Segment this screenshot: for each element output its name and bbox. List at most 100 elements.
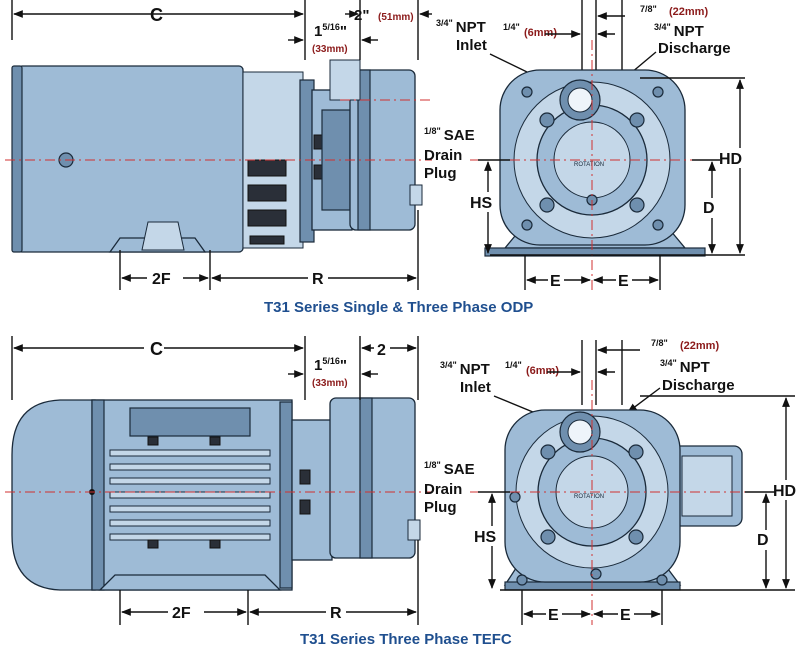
odp-dim-d-label: D bbox=[703, 200, 715, 217]
svg-text:3/4"NPT: 3/4"NPT bbox=[654, 22, 704, 40]
svg-text:7/8": 7/8" bbox=[640, 4, 657, 14]
tefc-end-foot-bolt-2 bbox=[656, 574, 668, 586]
odp-dim-2f-label: 2F bbox=[152, 271, 171, 288]
tefc-adapter-slot-2 bbox=[299, 499, 311, 515]
svg-text:Inlet: Inlet bbox=[456, 37, 487, 54]
svg-text:1/4": 1/4" bbox=[505, 360, 522, 370]
tefc-dim-flange-mm: (33mm) bbox=[312, 378, 348, 389]
tefc-dim-e-right-label: E bbox=[620, 607, 631, 624]
svg-text:Drain: Drain bbox=[424, 481, 462, 498]
odp-dim-e-left-label: E bbox=[550, 273, 561, 290]
tefc-dim-hd-label: HD bbox=[773, 483, 796, 500]
odp-foot-bracket bbox=[141, 221, 185, 251]
tefc-end-view: ROTATION bbox=[470, 380, 760, 625]
tefc-caption: T31 Series Three Phase TEFC bbox=[300, 631, 512, 648]
svg-text:3/4"NPT: 3/4"NPT bbox=[436, 18, 486, 36]
odp-end-corner-bolt-2 bbox=[652, 86, 664, 98]
tefc-motor-end-ring bbox=[91, 399, 105, 591]
tefc-quarter-callout: 1/4" (6mm) bbox=[505, 340, 615, 405]
tefc-end-dimensions: HD D HS E E bbox=[474, 395, 800, 625]
tefc-dimensions: C 15/16" (33mm) 2 2F R bbox=[11, 336, 419, 625]
odp-inlet-port bbox=[329, 59, 361, 101]
tefc-bolt-2 bbox=[209, 436, 221, 446]
odp-dim-hs-label: HS bbox=[470, 195, 493, 212]
odp-dim-c-label: C bbox=[150, 5, 163, 25]
odp-discharge-callout: 3/4"NPT Discharge bbox=[624, 22, 731, 79]
tefc-motor-front-ring bbox=[279, 401, 293, 589]
tefc-rotation-label: ROTATION bbox=[574, 494, 604, 500]
tefc-end-inlet-bore bbox=[567, 419, 593, 445]
odp-motor-body bbox=[17, 65, 244, 253]
tefc-side-view bbox=[5, 397, 432, 591]
odp-vent-2 bbox=[247, 184, 287, 202]
tefc-dim-r-label: R bbox=[330, 605, 342, 622]
tefc-cooling-fins bbox=[109, 449, 271, 541]
odp-rotation-label: ROTATION bbox=[574, 162, 604, 168]
odp-inlet-callout: 3/4"NPT Inlet bbox=[436, 18, 561, 89]
tefc-dim-flange-label: 15/16" bbox=[314, 356, 347, 374]
tefc-end-bolt-1 bbox=[540, 444, 556, 460]
tefc-dim-c-label: C bbox=[150, 339, 163, 359]
tefc-end-bolt-2 bbox=[628, 444, 644, 460]
odp-motor-endcap bbox=[11, 65, 23, 253]
tefc-end-foot-bolt-1 bbox=[516, 574, 528, 586]
odp-end-inlet-bore bbox=[567, 87, 593, 113]
tefc-end-bolt-5 bbox=[509, 491, 521, 503]
odp-end-view: ROTATION bbox=[470, 40, 706, 290]
odp-end-corner-bolt-1 bbox=[521, 86, 533, 98]
svg-text:Plug: Plug bbox=[424, 499, 457, 516]
odp-pump-cover bbox=[357, 69, 371, 231]
svg-text:Drain: Drain bbox=[424, 147, 462, 164]
odp-drain-plug bbox=[409, 184, 423, 206]
svg-text:3/4"NPT: 3/4"NPT bbox=[660, 358, 710, 376]
tefc-end-bolt-4 bbox=[628, 529, 644, 545]
tefc-pump-adapter bbox=[291, 419, 333, 561]
tefc-end-bolt-6 bbox=[590, 568, 602, 580]
odp-dim-hd-label: HD bbox=[719, 151, 742, 168]
odp-seven-eighths-callout: 7/8" (22mm) bbox=[597, 0, 708, 70]
svg-text:Plug: Plug bbox=[424, 165, 457, 182]
tefc-terminal-box bbox=[129, 407, 251, 437]
tefc-drain-plug bbox=[407, 519, 421, 541]
odp-end-bolt-2 bbox=[629, 112, 645, 128]
odp-end-corner-bolt-3 bbox=[521, 219, 533, 231]
tefc-bolt-1 bbox=[147, 436, 159, 446]
svg-text:Inlet: Inlet bbox=[460, 379, 491, 396]
svg-text:1/8"SAE: 1/8"SAE bbox=[424, 126, 475, 144]
svg-text:1/4": 1/4" bbox=[503, 22, 520, 32]
odp-dim-two-label: 2" bbox=[354, 7, 369, 24]
svg-text:Discharge: Discharge bbox=[658, 40, 731, 57]
odp-quarter-callout: 1/4" (6mm) bbox=[503, 0, 615, 70]
tefc-dim-two-label: 2 bbox=[377, 342, 386, 359]
odp-dim-r-label: R bbox=[312, 271, 324, 288]
tefc-end-bolt-3 bbox=[540, 529, 556, 545]
tefc-dim-d-label: D bbox=[757, 532, 769, 549]
tefc-end-terminal-cover bbox=[681, 455, 733, 517]
odp-drain-callout: 1/8"SAE Drain Plug bbox=[424, 126, 475, 182]
odp-dim-flange-mm: (33mm) bbox=[312, 44, 348, 55]
svg-text:(6mm): (6mm) bbox=[524, 27, 557, 39]
odp-dim-e-right-label: E bbox=[618, 273, 629, 290]
svg-text:3/4"NPT: 3/4"NPT bbox=[440, 360, 490, 378]
odp-vent-4 bbox=[249, 235, 285, 245]
svg-text:Discharge: Discharge bbox=[662, 377, 735, 394]
svg-text:7/8": 7/8" bbox=[651, 338, 668, 348]
tefc-dim-2f-label: 2F bbox=[172, 605, 191, 622]
odp-vent-3 bbox=[247, 209, 287, 227]
odp-end-corner-bolt-4 bbox=[652, 219, 664, 231]
svg-text:1/8"SAE: 1/8"SAE bbox=[424, 460, 475, 478]
odp-caption: T31 Series Single & Three Phase ODP bbox=[264, 299, 533, 316]
svg-text:(6mm): (6mm) bbox=[526, 365, 559, 377]
tefc-dim-e-left-label: E bbox=[548, 607, 559, 624]
svg-text:(22mm): (22mm) bbox=[669, 6, 708, 18]
odp-vent-1 bbox=[247, 159, 287, 177]
odp-dim-flange-label: 15/16" bbox=[314, 22, 347, 40]
tefc-adapter-slot-1 bbox=[299, 469, 311, 485]
tefc-discharge-callout: 3/4"NPT Discharge bbox=[627, 358, 735, 413]
odp-end-bolt-4 bbox=[629, 197, 645, 213]
odp-end-dimensions: HD D HS E E bbox=[470, 77, 748, 290]
tefc-bolt-4 bbox=[209, 539, 221, 549]
tefc-pump-cover bbox=[359, 397, 373, 559]
odp-end-bolt-1 bbox=[539, 112, 555, 128]
